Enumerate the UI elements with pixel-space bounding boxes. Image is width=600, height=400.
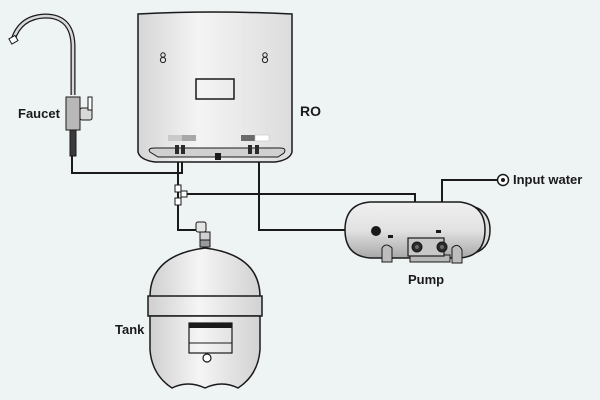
tank-valve [195, 221, 207, 233]
pump-vent [388, 235, 393, 238]
ro-drain-clip [215, 153, 221, 160]
faucet-body [65, 96, 81, 131]
input-water-source-icon [496, 173, 510, 187]
pipe-ro-to-pump [258, 152, 372, 231]
keyhole-icon [159, 52, 167, 64]
pump-indicator-led [371, 226, 381, 236]
faucet-spout [11, 14, 75, 95]
tank-drain-plug [202, 353, 212, 363]
keyhole-icon [261, 52, 269, 64]
tee-connector [174, 184, 188, 206]
pump-foot [381, 244, 393, 263]
port-swatch [241, 135, 255, 141]
pump-label: Pump [408, 272, 445, 287]
ro-port-fittings [175, 145, 259, 154]
tank-top-dome [149, 247, 261, 298]
port-swatch [254, 134, 270, 142]
ro-label: RO [300, 103, 321, 119]
ro-label-window [195, 78, 235, 100]
faucet-tip [8, 34, 19, 45]
tank-valve-body [199, 231, 211, 241]
tank [147, 221, 263, 389]
faucet-lever [87, 96, 93, 111]
faucet-label: Faucet [18, 106, 60, 121]
ro-unit [137, 11, 293, 163]
pump-vent [436, 230, 441, 233]
faucet-handle-base [79, 107, 93, 121]
port-swatch [168, 135, 182, 141]
port-swatch [182, 135, 196, 141]
tank-valve-stem [199, 239, 211, 248]
ro-housing [137, 11, 293, 163]
input-water-label: Input water [513, 172, 583, 187]
pump [344, 201, 491, 264]
faucet [8, 13, 93, 157]
faucet-threaded-shank [69, 129, 77, 157]
tank-band [147, 295, 263, 317]
pump-foot [451, 244, 463, 264]
tank-label-stripe [189, 323, 232, 328]
tank-label: Tank [115, 322, 145, 337]
